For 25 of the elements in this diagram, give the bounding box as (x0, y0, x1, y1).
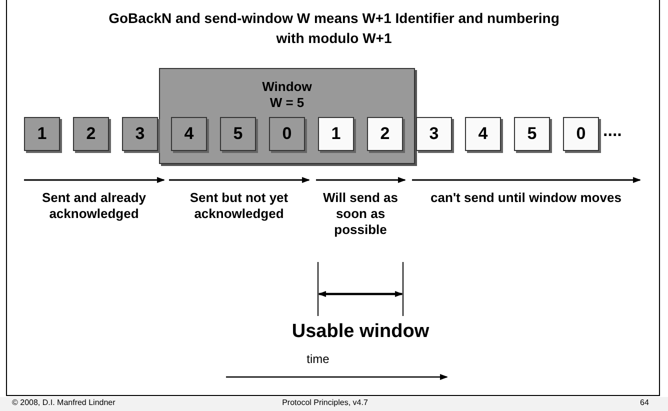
frame-box: 2 (367, 117, 403, 151)
range-caption: can't send until window moves (430, 190, 622, 206)
time-caption: time (306, 352, 330, 366)
frame-box: 3 (416, 117, 452, 151)
frame-box: 5 (514, 117, 550, 151)
frame-box: 5 (220, 117, 256, 151)
ellipsis-mark: .... (603, 123, 622, 139)
usable-window-caption: Usable window (290, 320, 430, 344)
footer-text: © 2008, D.I. Manfred Lindner (12, 398, 116, 407)
window-panel (159, 68, 415, 164)
frame-box: 1 (318, 117, 354, 151)
frame-box: 3 (122, 117, 158, 151)
footer-text: Protocol Principles, v4.7 (281, 398, 369, 407)
range-caption: Will send as soon as possible (322, 190, 400, 238)
window-label: Window W = 5 (261, 79, 313, 111)
range-caption: Sent and already acknowledged (40, 190, 148, 222)
frame-box: 1 (24, 117, 60, 151)
frame-box: 0 (563, 117, 599, 151)
slide-title: GoBackN and send-window W means W+1 Identifier and numbering with modulo W+1 (108, 9, 560, 48)
page-number: 64 (640, 398, 649, 407)
range-caption: Sent but not yet acknowledged (188, 190, 290, 222)
frame-box: 0 (269, 117, 305, 151)
frame-box: 4 (465, 117, 501, 151)
frame-box: 4 (171, 117, 207, 151)
frame-box: 2 (73, 117, 109, 151)
